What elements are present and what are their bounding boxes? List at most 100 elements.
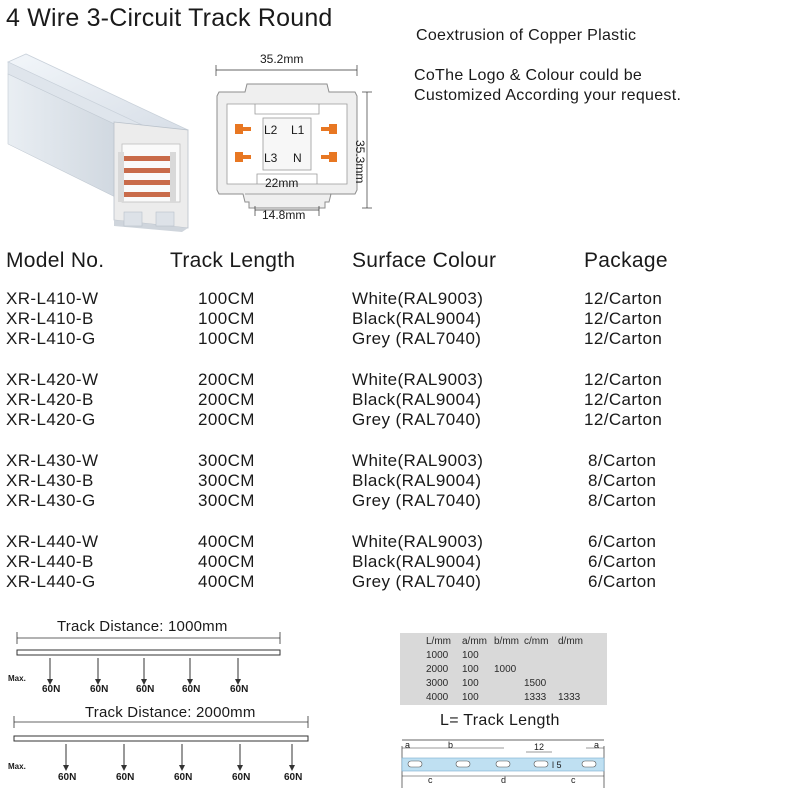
cell-colour: Grey (RAL7040) [352,329,482,348]
label-l1: L1 [291,123,305,137]
force-label: 60N [136,684,155,695]
label-n: N [293,151,302,165]
contact-l3 [235,152,243,162]
label-l2: L2 [264,123,278,137]
hole-layout-diagram: a b 12 a l 5 c d c [396,730,610,800]
cell-model: XR-L440-B [6,552,94,571]
cell-length: 200CM [198,390,255,409]
cell-model: XR-L420-G [6,410,96,429]
hole-table-cell: 4000 [426,692,449,703]
cross-section-drawing: 35.2mm 35.3mm 22mm 14.8mm L2 L1 L3 N [205,48,405,228]
hole-table-cell: 1000 [494,664,517,675]
material-note: Coextrusion of Copper Plastic [416,27,637,44]
hole-table-cell: 2000 [426,664,449,675]
page-title: 4 Wire 3-Circuit Track Round [6,4,333,32]
hole-table-cell: 3000 [426,678,449,689]
hole-table-cell: 100 [462,678,479,689]
cell-colour: White(RAL9003) [352,370,484,389]
track-product-image [7,53,189,232]
cell-model: XR-L410-B [6,309,94,328]
cell-colour: Grey (RAL7040) [352,410,482,429]
hole-table-head-cell: b/mm [494,636,519,647]
cell-length: 300CM [198,491,255,510]
cell-model: XR-L420-W [6,370,99,389]
hole-table-cell: 100 [462,664,479,675]
force-arrow-head [235,679,241,685]
header-package: Package [584,249,668,272]
custom-note: CoThe Logo & Colour could be Customized … [414,66,681,106]
custom-note-line1: CoThe Logo & Colour could be [414,67,643,84]
force-label: 60N [90,684,109,695]
profile-outline [215,65,372,216]
cell-colour: Black(RAL9004) [352,390,482,409]
force-label: 60N [58,772,77,783]
cell-package: 12/Carton [584,370,663,389]
force-arrow-head [121,765,127,771]
cell-package: 12/Carton [584,390,663,409]
force-label: 60N [182,684,201,695]
dim-bottom-width: 14.8mm [262,208,306,222]
cell-length: 100CM [198,309,255,328]
hole-table-cell: 1333 [524,692,547,703]
force-arrow-head [179,765,185,771]
cell-colour: White(RAL9003) [352,289,484,308]
hole-table-head-cell: a/mm [462,636,487,647]
dim-width-top: 35.2mm [260,52,304,66]
contact-l2 [235,124,243,134]
dim-height: 35.3mm [353,140,367,184]
max-label-1: Max. [8,674,26,683]
hole-table-cell: 100 [462,650,479,661]
force-label: 60N [174,772,193,783]
force-label: 60N [232,772,251,783]
force-label: 60N [284,772,303,783]
cell-length: 300CM [198,451,255,470]
custom-note-line2: Customized According your request. [414,87,682,104]
force-arrow-head [47,679,53,685]
hole-table-head-cell: L/mm [426,636,451,647]
cell-length: 400CM [198,572,255,591]
cell-colour: White(RAL9003) [352,451,484,470]
hole-layout-lines [401,739,605,788]
force-arrow-head [289,765,295,771]
cell-length: 200CM [198,370,255,389]
cell-package: 12/Carton [584,329,663,348]
cell-package: 6/Carton [588,552,657,571]
contact-n [329,152,337,162]
dim-a-left: a [405,740,411,750]
track-length-caption: L= Track Length [440,712,560,729]
force-label: 60N [230,684,249,695]
contact-l1 [329,124,337,134]
cell-length: 200CM [198,410,255,429]
force-arrow-head [141,679,147,685]
track-distance-1000: Track Distance: 1000mm [54,618,231,635]
load-diagram-lines [13,632,309,771]
cell-colour: Black(RAL9004) [352,309,482,328]
force-arrow-head [187,679,193,685]
cell-length: 100CM [198,289,255,308]
dim-5: l 5 [552,760,562,770]
cell-colour: White(RAL9003) [352,532,484,551]
header-length: Track Length [170,249,296,272]
cell-model: XR-L440-W [6,532,99,551]
cell-colour: Grey (RAL7040) [352,572,482,591]
cell-model: XR-L440-G [6,572,96,591]
cell-length: 300CM [198,471,255,490]
force-arrow-head [95,679,101,685]
force-label: 60N [116,772,135,783]
dim-inner-width: 22mm [265,176,299,190]
cell-model: XR-L430-G [6,491,96,510]
cell-colour: Grey (RAL7040) [352,491,482,510]
cell-model: XR-L430-B [6,471,94,490]
cell-model: XR-L410-W [6,289,99,308]
header-colour: Surface Colour [352,249,497,272]
dim-12: 12 [534,742,545,752]
hole-table-cell: 1333 [558,692,581,703]
hole-table-head-cell: d/mm [558,636,583,647]
